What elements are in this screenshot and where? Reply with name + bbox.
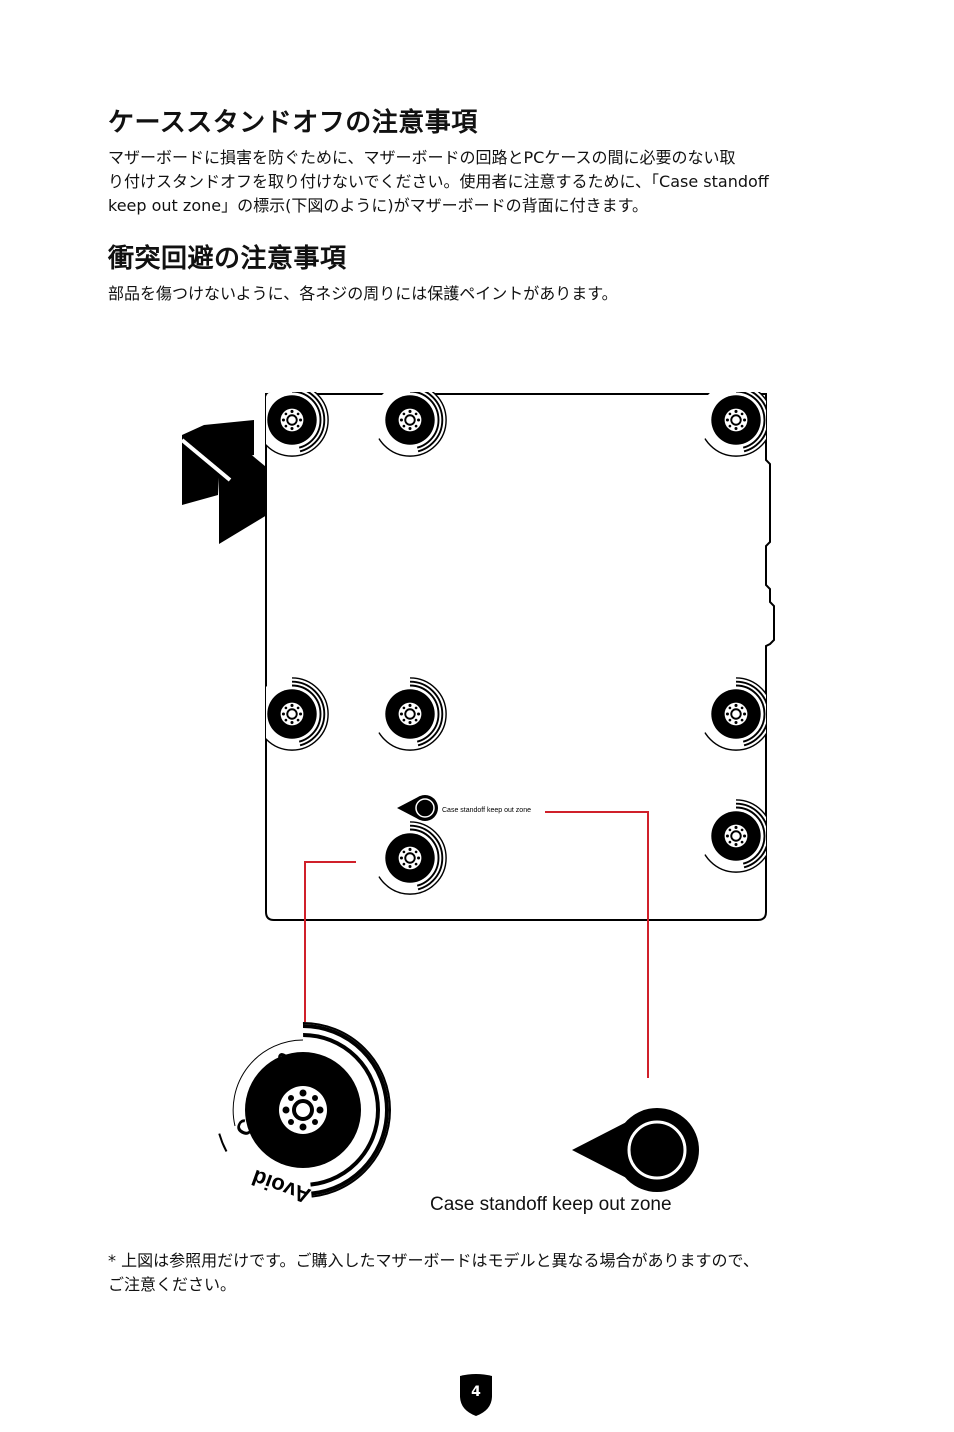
section-title-collision: 衝突回避の注意事項 xyxy=(108,244,347,274)
collision-badge-icon xyxy=(700,800,772,872)
collision-badge-icon xyxy=(374,822,446,894)
page-number: 4 xyxy=(471,1384,481,1400)
callout-line-keepout xyxy=(545,811,649,1078)
standoff-line-3: keep out zone」の標示(下図のように)がマザーボードの背面に付きます… xyxy=(108,196,648,215)
section-title-standoff: ケーススタンドオフの注意事項 xyxy=(108,108,478,138)
note-line-1: * 上図は参照用だけです。ご購入したマザーボードはモデルと異なる場合がありますの… xyxy=(108,1251,759,1270)
note-line-2: ご注意ください。 xyxy=(108,1275,237,1294)
keep-out-zone-label-large: Case standoff keep out zone xyxy=(430,1194,672,1215)
standoff-line-1: マザーボードに損害を防ぐために、マザーボードの回路とPCケースの間に必要のない取 xyxy=(108,148,736,167)
keep-out-zone-label-small: Case standoff keep out zone xyxy=(442,807,531,814)
shield-icon xyxy=(460,1374,492,1416)
motherboard-diagram: Case standoff keep out zone Collision Av… xyxy=(180,380,775,1215)
avoid-collision-badge-large-icon xyxy=(209,1015,391,1204)
reference-note: * 上図は参照用だけです。ご購入したマザーボードはモデルと異なる場合がありますの… xyxy=(108,1249,868,1297)
keep-out-zone-marker-small xyxy=(397,795,438,821)
collision-badge-icon xyxy=(256,678,328,750)
keep-out-zone-marker-large xyxy=(572,1108,699,1192)
standoff-description: マザーボードに損害を防ぐために、マザーボードの回路とPCケースの間に必要のない取… xyxy=(108,146,848,218)
standoff-line-2: り付けスタンドオフを取り付けないでください。使用者に注意するために、「Case … xyxy=(108,172,769,191)
page-number-badge: 4 xyxy=(456,1372,496,1418)
orientation-arrow-icon xyxy=(180,420,300,544)
motherboard-outline xyxy=(265,393,775,921)
collision-badge-icon xyxy=(374,384,446,456)
collision-badge-icon xyxy=(700,384,772,456)
collision-badge-icon xyxy=(700,678,772,750)
collision-description: 部品を傷つけないように、各ネジの周りには保護ペイントがあります。 xyxy=(108,284,618,303)
callout-line-collision xyxy=(304,861,356,1022)
collision-badge-icon xyxy=(374,678,446,750)
